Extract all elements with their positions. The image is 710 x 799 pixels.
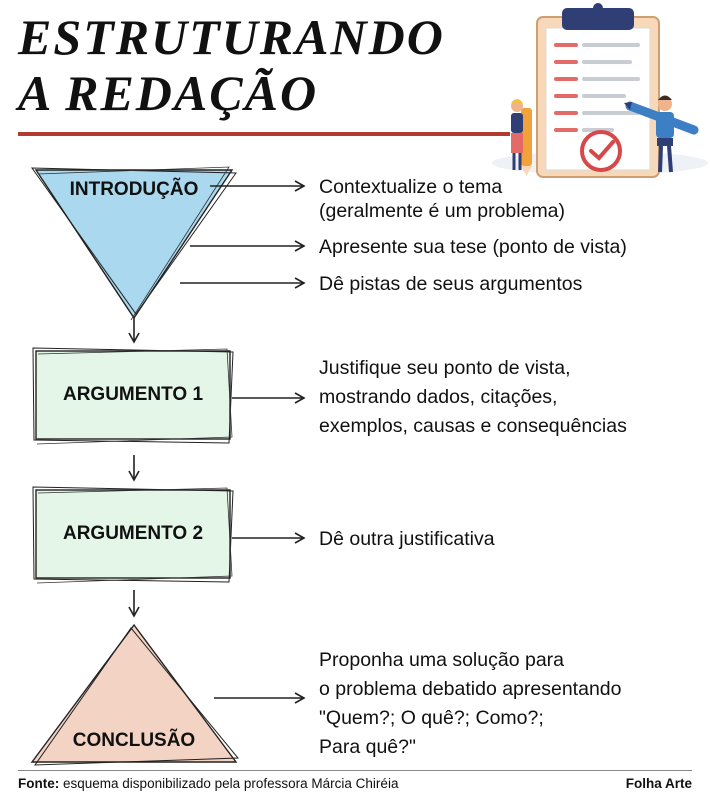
intro-text-2-line-1: Apresente sua tese (ponto de vista) xyxy=(319,236,627,258)
intro-text-1: Contextualize o tema (geralmente é um pr… xyxy=(319,175,565,223)
conclusion-shape xyxy=(30,623,240,766)
footer-source-label: Fonte: xyxy=(18,776,60,791)
argument-1-label: ARGUMENTO 1 xyxy=(62,384,204,405)
footer-source: Fonte: esquema disponibilizado pela prof… xyxy=(18,776,398,791)
footer-divider xyxy=(18,770,692,771)
conclusion-text-line-3: "Quem?; O quê?; Como?; xyxy=(319,707,544,729)
argument-2-text-line-1: Dê outra justificativa xyxy=(319,528,495,550)
argument-2-shape xyxy=(32,486,234,584)
conclusion-text-line-2: o problema debatido apresentando xyxy=(319,678,622,700)
argument-1-shape xyxy=(32,347,234,445)
introduction-shape xyxy=(31,166,237,321)
argument-1-text-line-1: Justifique seu ponto de vista, xyxy=(319,357,571,379)
footer-credit: Folha Arte xyxy=(625,776,692,791)
title-divider xyxy=(18,132,510,136)
intro-text-1-line-1: Contextualize o tema xyxy=(319,176,503,198)
footer-source-text: esquema disponibilizado pela professora … xyxy=(63,776,399,791)
conclusion-text: Proponha uma solução para o problema deb… xyxy=(319,646,621,762)
page-title-line-2: A REDAÇÃO xyxy=(18,65,319,121)
flow-right-arrows xyxy=(180,180,306,704)
argument-1-text-line-2: mostrando dados, citações, xyxy=(319,386,558,408)
clipboard-checklist-with-people-icon xyxy=(492,3,708,178)
conclusion-text-line-1: Proponha uma solução para xyxy=(319,649,564,671)
intro-text-2: Apresente sua tese (ponto de vista) xyxy=(319,235,627,259)
argument-1-text-line-3: exemplos, causas e consequências xyxy=(319,415,627,437)
argument-1-text: Justifique seu ponto de vista, mostrando… xyxy=(319,354,627,441)
intro-text-3: Dê pistas de seus argumentos xyxy=(319,272,582,296)
argument-2-text: Dê outra justificativa xyxy=(319,527,495,551)
conclusion-text-line-4: Para quê?" xyxy=(319,736,416,758)
page-title-line-1: ESTRUTURANDO xyxy=(18,9,445,65)
intro-text-3-line-1: Dê pistas de seus argumentos xyxy=(319,273,583,295)
intro-text-1-line-2: (geralmente é um problema) xyxy=(319,200,566,222)
introduction-label: INTRODUÇÃO xyxy=(69,179,199,200)
argument-2-label: ARGUMENTO 2 xyxy=(62,523,204,544)
conclusion-label: CONCLUSÃO xyxy=(72,730,196,751)
